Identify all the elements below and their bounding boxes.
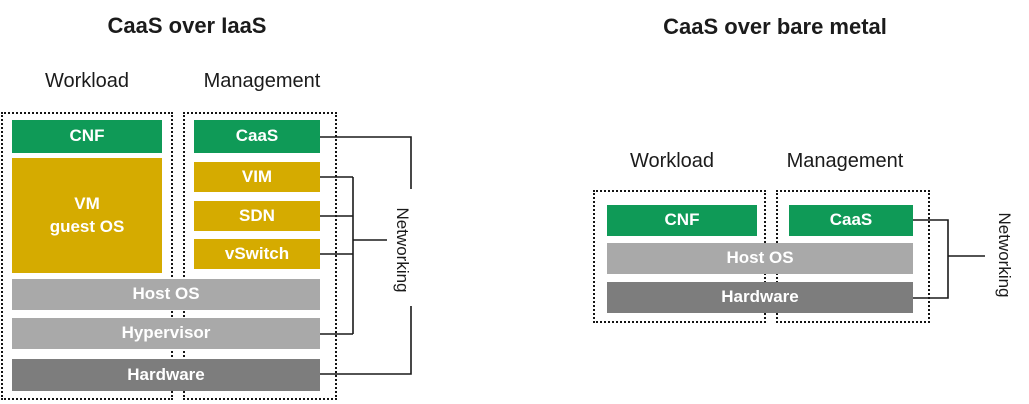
block-host-os-left: Host OS: [12, 279, 320, 310]
left-diagram-title: CaaS over IaaS: [107, 13, 267, 38]
right-workload-column-label: Workload: [629, 150, 715, 172]
left-management-column-label: Management: [203, 70, 321, 92]
block-vm-guest-os: VM guest OS: [12, 158, 162, 273]
block-host-os-right: Host OS: [607, 243, 913, 274]
block-caas-right: CaaS: [789, 205, 913, 236]
block-cnf-left: CNF: [12, 120, 162, 153]
left-networking-label: Networking: [393, 207, 412, 293]
block-vswitch: vSwitch: [194, 239, 320, 269]
block-hardware-left: Hardware: [12, 359, 320, 391]
right-diagram-title: CaaS over bare metal: [663, 14, 887, 39]
left-workload-dotted-box: [1, 112, 173, 400]
right-networking-label: Networking: [995, 212, 1014, 298]
block-sdn: SDN: [194, 201, 320, 231]
block-hypervisor: Hypervisor: [12, 318, 320, 349]
block-cnf-right: CNF: [607, 205, 757, 236]
block-vim: VIM: [194, 162, 320, 192]
left-workload-column-label: Workload: [44, 70, 130, 92]
block-caas-left: CaaS: [194, 120, 320, 153]
right-management-column-label: Management: [786, 150, 904, 172]
block-hardware-right: Hardware: [607, 282, 913, 313]
